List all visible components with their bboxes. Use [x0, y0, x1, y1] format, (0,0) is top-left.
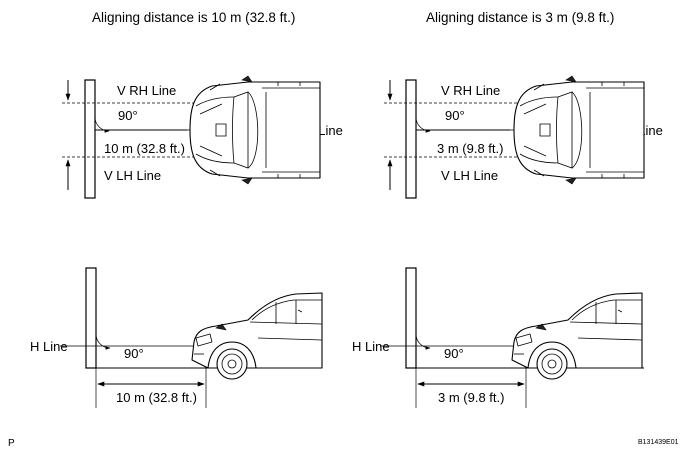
figure-code: B131439E01	[638, 439, 679, 446]
h-line-label: H Line	[30, 339, 68, 354]
vehicle-top-view	[513, 75, 645, 185]
v-lh-line-label: V LH Line	[441, 168, 498, 183]
vehicle-side-view	[511, 292, 643, 380]
v-rh-line-label: V RH Line	[441, 83, 500, 98]
panel-bottom-right: H Line 90° 3 m (9.8 ft.)	[352, 267, 644, 408]
panel-top-left: Aligning distance is 10 m (32.8 ft.) V R…	[62, 10, 343, 199]
angle-label: 90°	[118, 108, 138, 123]
screen-wall	[84, 79, 96, 199]
angle-label: 90°	[444, 346, 464, 361]
distance-label: 3 m (9.8 ft.)	[438, 390, 504, 405]
vehicle-side-view	[191, 292, 323, 380]
angle-label: 90°	[445, 108, 465, 123]
distance-label: 3 m (9.8 ft.)	[437, 141, 503, 156]
right-angle-arc-icon	[95, 333, 111, 350]
distance-label: 10 m (32.8 ft.)	[104, 141, 185, 156]
h-line-label: H Line	[352, 339, 390, 354]
angle-label: 90°	[124, 346, 144, 361]
screen-wall	[405, 267, 417, 369]
page-marker: P	[8, 438, 15, 449]
panel-top-right: Aligning distance is 3 m (9.8 ft.) V RH …	[384, 10, 663, 199]
right-angle-arc-icon	[415, 117, 431, 133]
right-angle-arc-icon	[94, 117, 110, 133]
screen-wall	[85, 267, 97, 369]
right-angle-arc-icon	[415, 333, 431, 350]
distance-label: 10 m (32.8 ft.)	[116, 390, 197, 405]
screen-wall	[405, 79, 417, 199]
panel-bottom-left: H Line 90° 10 m (32.8 ft.)	[30, 267, 323, 408]
v-lh-line-label: V LH Line	[104, 168, 161, 183]
v-rh-line-label: V RH Line	[117, 83, 176, 98]
panel-title: Aligning distance is 3 m (9.8 ft.)	[426, 10, 614, 25]
vehicle-top-view	[189, 75, 321, 185]
panel-title: Aligning distance is 10 m (32.8 ft.)	[92, 10, 295, 25]
